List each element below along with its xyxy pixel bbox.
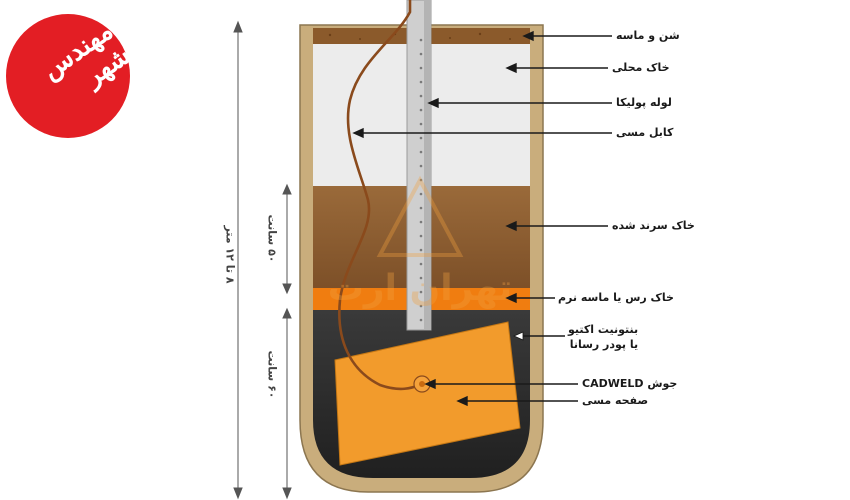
pipe-holes bbox=[419, 38, 423, 322]
pipe-hole bbox=[419, 136, 423, 140]
dimension-compacted bbox=[282, 183, 292, 295]
label-copper-cable: کابل مسی bbox=[616, 126, 674, 139]
pipe-hole bbox=[419, 248, 423, 252]
copper-cable bbox=[338, 0, 421, 391]
dimension-total-label: ۸ تا ۱۲ متر bbox=[223, 225, 237, 284]
pipe-hole bbox=[419, 122, 423, 126]
pipe-hole bbox=[419, 150, 423, 154]
pipe-hole bbox=[419, 52, 423, 56]
watermark: تهران ارت bbox=[328, 175, 513, 309]
pipe-hole bbox=[419, 262, 423, 266]
label-copper-plate: صفحه مسی bbox=[582, 394, 649, 407]
bentonite-arrow bbox=[513, 331, 565, 341]
label-poly-pipe: لوله پولیکا bbox=[616, 96, 672, 109]
pipe-hole bbox=[419, 178, 423, 182]
pipe-hole bbox=[419, 66, 423, 70]
pipe-hole bbox=[419, 192, 423, 196]
pipe-hole bbox=[419, 318, 423, 322]
label-cadweld: جوش CADWELD bbox=[582, 377, 678, 390]
dimension-bottom bbox=[282, 307, 292, 500]
dimension-bottom-label: ۶۰ سانت bbox=[265, 350, 279, 399]
pipe-hole bbox=[419, 80, 423, 84]
dimension-total bbox=[233, 20, 243, 500]
pipe-hole bbox=[419, 304, 423, 308]
cadweld-core bbox=[419, 381, 425, 387]
pipe-hole bbox=[419, 108, 423, 112]
label-arrows bbox=[352, 30, 612, 407]
pipe-hole bbox=[419, 276, 423, 280]
label-clay-soil: خاک رس یا ماسه نرم bbox=[558, 291, 674, 304]
pipe-hole bbox=[419, 94, 423, 98]
label-gravel-sand: شن و ماسه bbox=[616, 29, 680, 42]
pipe-hole bbox=[419, 164, 423, 168]
logo-badge: مهندس شهر bbox=[6, 14, 136, 138]
label-bentonite: بنتونیت اکتیو یا پودر رسانا bbox=[568, 323, 639, 351]
label-compacted-soil: خاک سرند شده bbox=[612, 219, 695, 232]
pipe-hole bbox=[419, 206, 423, 210]
poly-pipe-shade bbox=[424, 0, 431, 330]
pipe-hole bbox=[419, 234, 423, 238]
watermark-text: تهران ارت bbox=[328, 268, 513, 309]
pipe-hole bbox=[419, 290, 423, 294]
pipe-hole bbox=[419, 38, 423, 42]
pipe-hole bbox=[419, 220, 423, 224]
copper-plate bbox=[334, 321, 521, 466]
dimension-compacted-label: ۵۰ سانت bbox=[265, 214, 279, 263]
label-local-soil: خاک محلی bbox=[612, 61, 670, 74]
